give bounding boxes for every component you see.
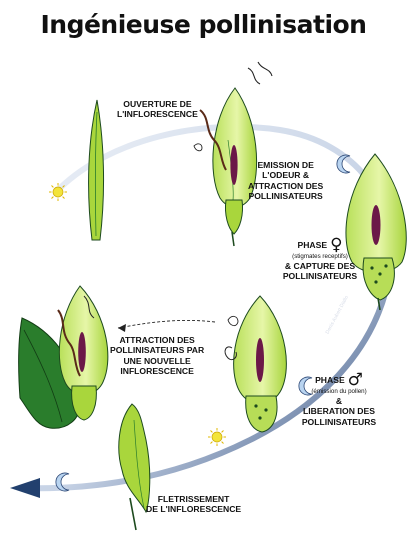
label-line: DE L'INFLORESCENCE [146,504,242,515]
label-male-phase: PHASE ♂ (émission du pollen) & LIBERATIO… [296,372,382,427]
label-line: POLLINISATEURS PAR [110,345,205,356]
label-line: POLLINISATEURS [301,416,377,427]
moon-icon [298,376,313,396]
male-phase-inflorescence [224,295,287,433]
wilting-inflorescence [118,403,151,531]
label-line: UNE NOUVELLE [123,355,191,366]
label-emission: EMISSION DE L'ODEUR & ATTRACTION DES POL… [248,160,323,202]
label-line: ATTRACTION DES [248,180,324,191]
female-phase-inflorescence [345,153,407,311]
label-opening: OUVERTURE DE L'INFLORESCENCE [117,99,198,120]
phase-heading: PHASE ♂ [296,370,382,390]
label-female-phase: PHASE ♀ (stigmates receptifs) & CAPTURE … [280,237,360,282]
label-line: FLETRISSEMENT [157,494,230,504]
label-line: POLLINISATEURS [248,191,323,202]
phase-word: PHASE [315,374,345,385]
label-line: & CAPTURE DES [284,261,356,271]
label-line: L'INFLORESCENCE [117,109,198,120]
male-symbol-icon: ♂ [347,370,363,390]
opening-inflorescence [193,61,273,247]
label-line: OUVERTURE DE [123,99,192,109]
new-inflorescence-with-leaf [18,285,109,429]
label-line: EMISSION DE [257,160,314,170]
phase-note: (stigmates receptifs) [292,253,348,260]
label-wilting: FLETRISSEMENT DE L'INFLORESCENCE [146,494,241,515]
attraction-arrow [117,319,216,332]
moon-icon [55,472,70,492]
label-line: ATTRACTION DES [119,335,195,345]
label-line: INFLORESCENCE [120,366,194,377]
label-line: & [335,396,343,406]
phase-heading: PHASE ♀ [280,235,360,255]
closed-bud [88,99,105,241]
female-symbol-icon: ♀ [330,235,343,255]
label-line: POLLINISATEURS [282,271,358,282]
moon-icon [336,154,351,174]
label-line: LIBERATION DES [303,406,375,417]
sun-icon [208,428,226,446]
phase-word: PHASE [297,239,328,250]
phase-note: (émission du pollen) [311,388,367,395]
label-line: L'ODEUR & [262,170,310,181]
sun-icon [49,183,67,201]
label-attraction-new: ATTRACTION DES POLLINISATEURS PAR UNE NO… [110,335,204,377]
page-title: Ingénieuse pollinisation [40,10,367,39]
